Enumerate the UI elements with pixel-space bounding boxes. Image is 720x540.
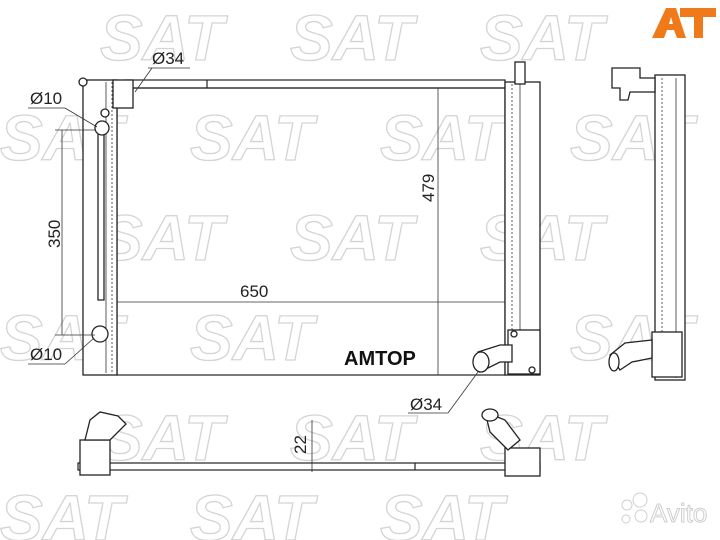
front-view <box>78 61 541 376</box>
dim-width: 650 <box>240 282 268 301</box>
bottom-view <box>77 408 541 477</box>
watermark: SAT <box>190 302 318 374</box>
avito-watermark: Avito <box>621 492 708 529</box>
watermark: SAT <box>480 2 608 74</box>
seller-label: AMTOP <box>344 348 416 370</box>
dim-height-left: 350 <box>45 220 64 248</box>
watermark: SAT <box>380 482 508 540</box>
watermark: SAT <box>290 202 418 274</box>
watermark: SAT <box>480 202 608 274</box>
dim-outlet: Ø34 <box>410 395 442 414</box>
watermark: SAT <box>190 102 318 174</box>
dimension-lines <box>28 67 505 472</box>
at-logo <box>652 8 716 38</box>
dim-top-inlet: Ø34 <box>152 49 184 68</box>
dim-thickness: 22 <box>291 435 310 454</box>
watermark: SAT <box>0 482 128 540</box>
dim-top-port: Ø10 <box>30 89 62 108</box>
watermark: SAT <box>290 2 418 74</box>
watermark: SAT <box>100 202 228 274</box>
watermark: SAT <box>100 2 228 74</box>
side-view <box>608 67 686 381</box>
dim-height: 479 <box>419 174 438 202</box>
watermark: SAT <box>190 482 318 540</box>
dim-bottom-port: Ø10 <box>30 345 62 364</box>
watermark: SAT <box>380 102 508 174</box>
avito-text: Avito <box>650 498 707 528</box>
